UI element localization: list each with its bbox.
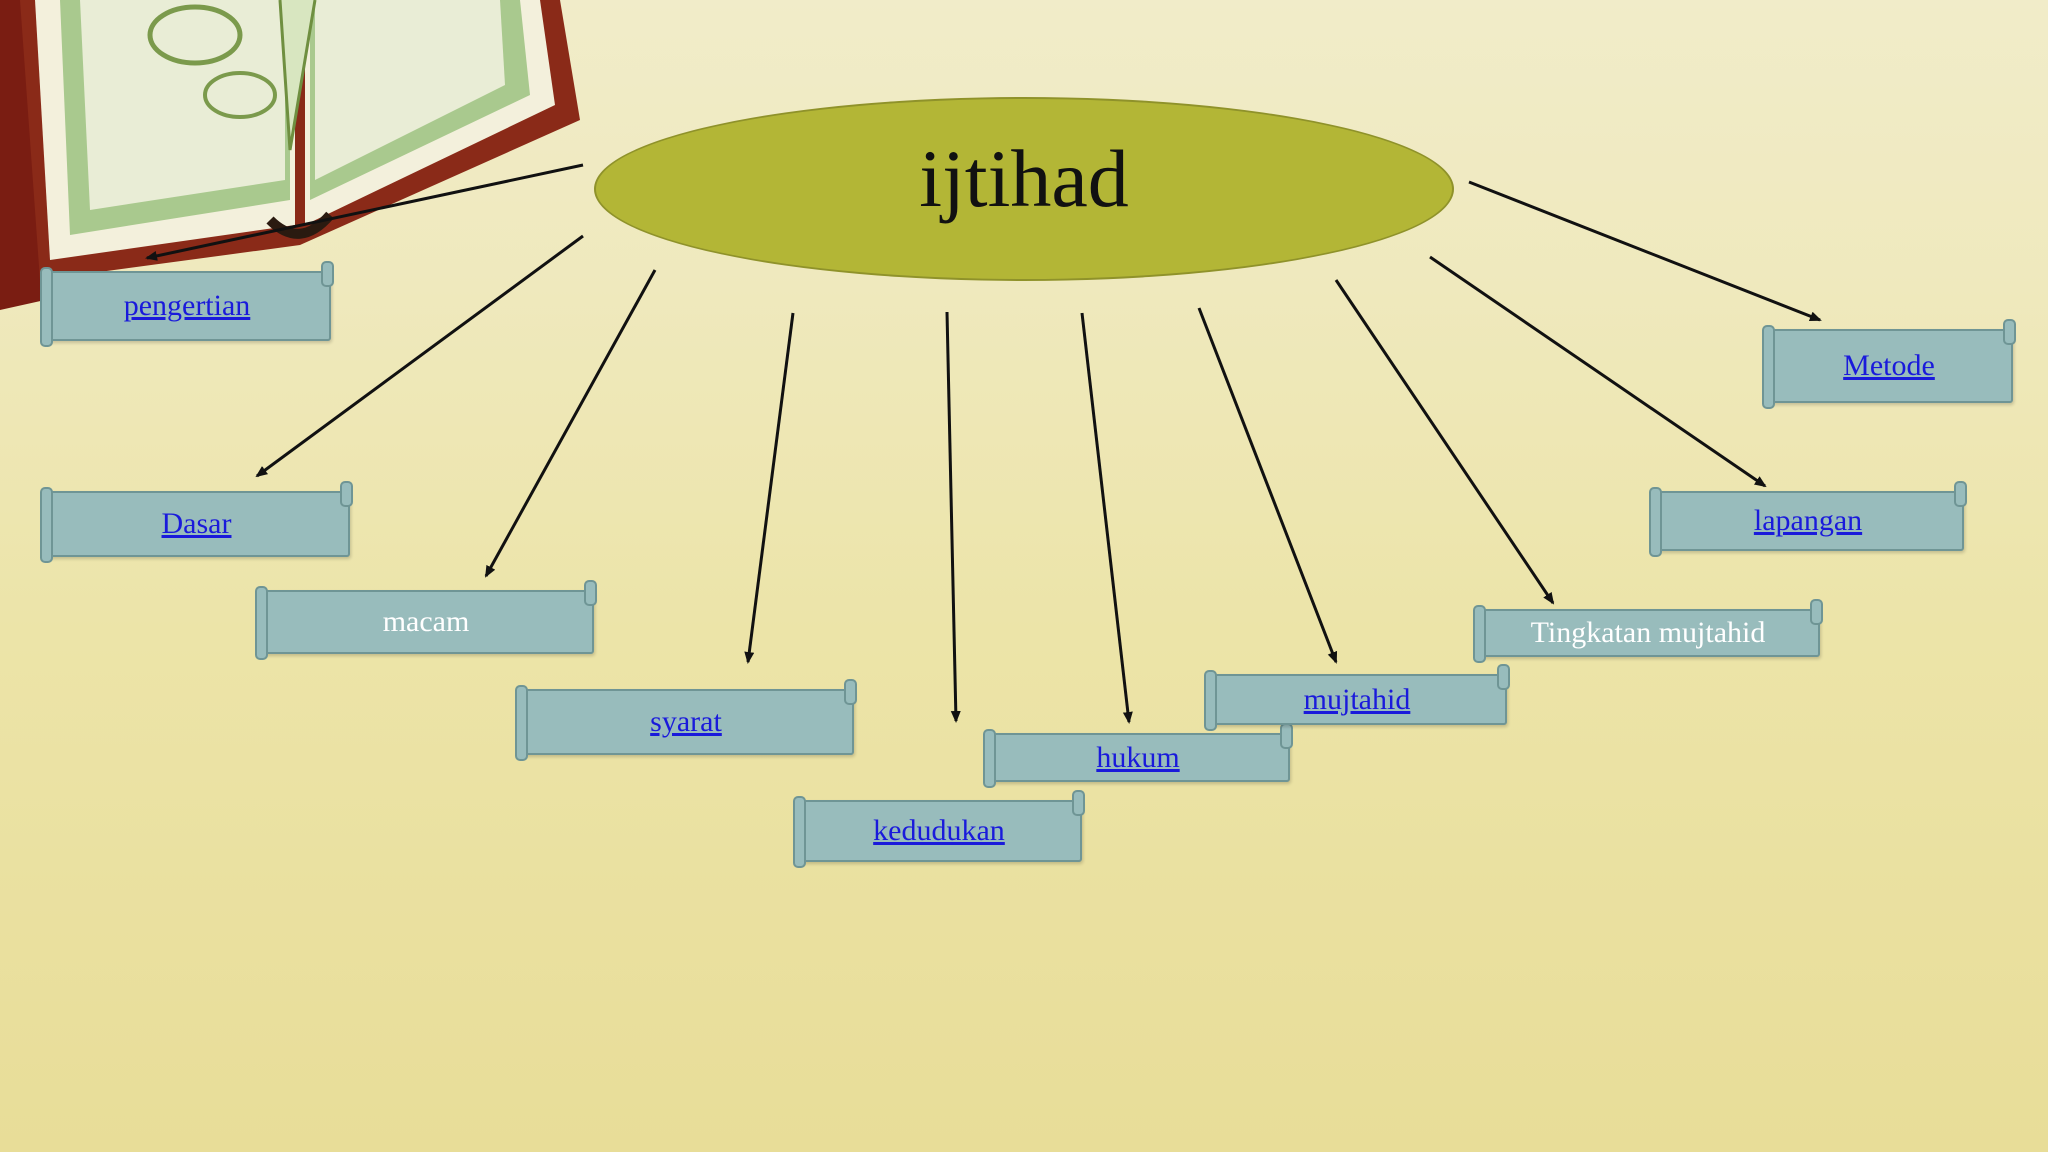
center-node-ijtihad: ijtihad: [594, 97, 1454, 281]
node-label-kedudukan[interactable]: kedudukan: [873, 814, 1005, 847]
node-macam: macam: [255, 580, 597, 660]
node-label-tingkatan-mujtahid: Tingkatan mujtahid: [1530, 616, 1766, 649]
arrow-to-kedudukan: [945, 311, 961, 723]
arrow-to-hukum: [1080, 312, 1133, 724]
node-label-mujtahid[interactable]: mujtahid: [1303, 682, 1411, 716]
open-book-icon: [0, 0, 580, 310]
arrow-to-macam: [484, 269, 657, 578]
node-label-lapangan[interactable]: lapangan: [1753, 504, 1863, 537]
center-node-label: ijtihad: [919, 133, 1129, 224]
node-mujtahid[interactable]: mujtahid: [1204, 664, 1510, 731]
arrow-to-pengertian: [145, 163, 584, 261]
arrow-to-metode: [1468, 180, 1822, 322]
node-kedudukan[interactable]: kedudukan: [793, 790, 1085, 868]
node-label-dasar[interactable]: Dasar: [161, 507, 232, 540]
node-pengertian[interactable]: pengertian: [40, 261, 334, 347]
node-hukum[interactable]: hukum: [983, 723, 1293, 788]
arrow-to-mujtahid: [1197, 307, 1338, 664]
node-label-metode[interactable]: Metode: [1843, 349, 1935, 382]
node-lapangan[interactable]: lapangan: [1649, 481, 1967, 557]
node-label-macam: macam: [382, 605, 470, 638]
node-tingkatan-mujtahid: Tingkatan mujtahid: [1473, 599, 1823, 663]
node-label-hukum[interactable]: hukum: [1096, 740, 1180, 774]
arrow-to-syarat: [744, 312, 795, 664]
arrow-to-dasar: [255, 234, 584, 478]
node-label-pengertian[interactable]: pengertian: [123, 289, 251, 322]
node-metode[interactable]: Metode: [1762, 319, 2016, 409]
arrow-to-lapangan: [1429, 255, 1767, 488]
node-dasar[interactable]: Dasar: [40, 481, 353, 563]
arrow-to-tingkatan-mujtahid: [1334, 279, 1555, 605]
node-syarat[interactable]: syarat: [515, 679, 857, 761]
node-label-syarat[interactable]: syarat: [650, 705, 722, 738]
